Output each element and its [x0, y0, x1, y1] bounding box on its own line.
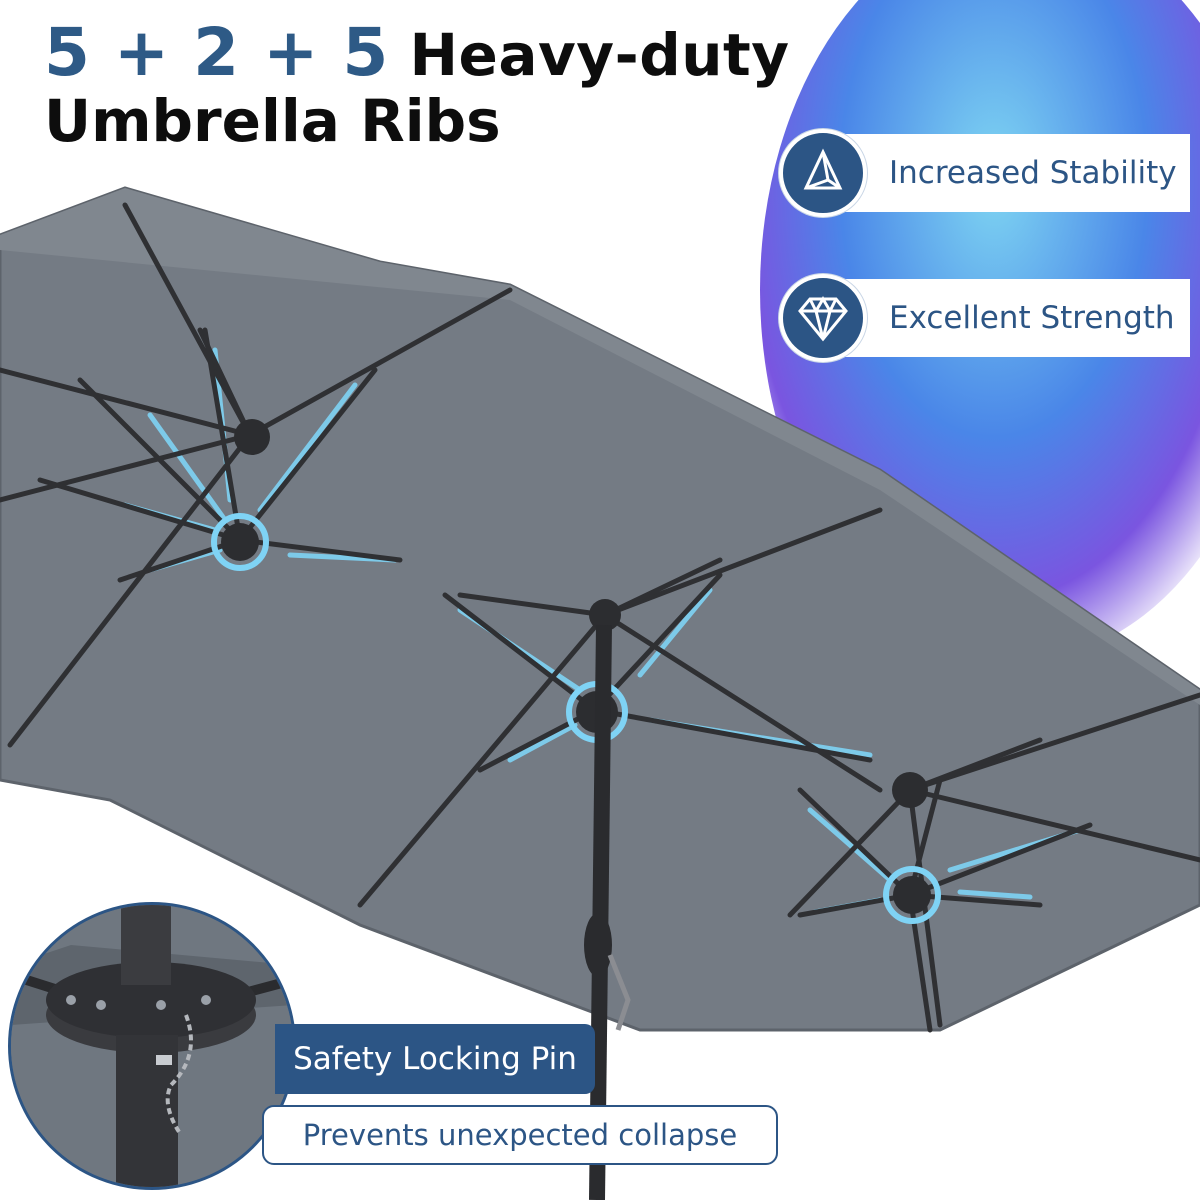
feature-excellent-strength: Excellent Strength: [779, 274, 1190, 362]
safety-locking-pin-label: Safety Locking Pin: [275, 1024, 595, 1094]
headline: 5 + 2 + 5 Heavy-duty Umbrella Ribs: [44, 20, 790, 155]
umbrella-ribs: [0, 202, 1200, 1033]
feature-label: Excellent Strength: [889, 300, 1175, 336]
headline-numbers: 5 + 2 + 5: [44, 14, 389, 91]
feature-increased-stability: Increased Stability: [779, 129, 1190, 217]
pyramid-icon: [779, 129, 867, 217]
headline-heavy-duty: Heavy-duty: [409, 21, 790, 89]
diamond-icon: [779, 274, 867, 362]
feature-label: Increased Stability: [889, 155, 1177, 191]
collapse-prevention-caption: Prevents unexpected collapse: [262, 1105, 778, 1165]
umbrella-pole: [589, 624, 612, 1200]
crank-handle: [584, 913, 612, 977]
locking-pin-closeup: [8, 902, 296, 1190]
headline-umbrella-ribs: Umbrella Ribs: [44, 87, 501, 155]
